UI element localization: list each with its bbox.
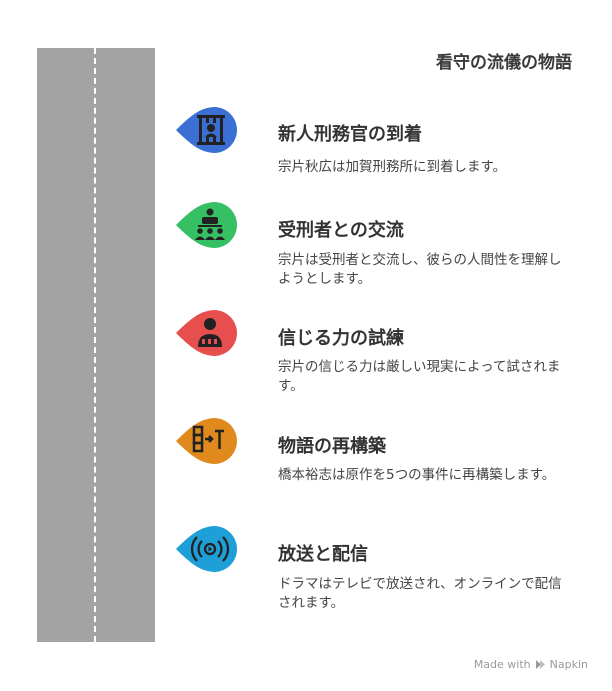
step-3-title: 信じる力の試練 (278, 328, 404, 349)
prison-bars-icon (197, 115, 225, 145)
watermark-prefix: Made with (473, 658, 531, 671)
broadcast-icon (190, 536, 230, 562)
restructure-icon (192, 425, 224, 453)
page-title: 看守の流儀の物語 (436, 53, 572, 73)
step-3-description: 宗片の信じる力は厳しい現実によって試されます。 (278, 359, 561, 394)
group-meeting-icon (195, 208, 225, 240)
step-4-description: 橋本裕志は原作を5つの事件に再構築します。 (278, 467, 556, 483)
step-2-marker (176, 201, 238, 249)
step-4-marker (176, 417, 238, 465)
timeline-road (37, 48, 155, 642)
step-5-description: ドラマはテレビで放送され、オンラインで配信されます。 (278, 576, 562, 611)
prisoner-icon (198, 318, 222, 347)
watermark: Made with Napkin (474, 658, 588, 671)
step-1-marker (176, 106, 238, 154)
step-1-title: 新人刑務官の到着 (278, 124, 422, 145)
road-center-line (94, 48, 96, 642)
napkin-logo-icon (535, 660, 545, 669)
step-4-title: 物語の再構築 (278, 436, 386, 457)
step-5-title: 放送と配信 (278, 544, 368, 565)
step-2-title: 受刑者との交流 (278, 220, 404, 241)
watermark-brand: Napkin (549, 658, 588, 671)
step-2-description: 宗片は受刑者と交流し、彼らの人間性を理解しようとします。 (278, 252, 562, 287)
step-3-marker (176, 309, 238, 357)
step-1-description: 宗片秋広は加賀刑務所に到着します。 (278, 159, 507, 175)
step-5-marker (176, 525, 238, 573)
